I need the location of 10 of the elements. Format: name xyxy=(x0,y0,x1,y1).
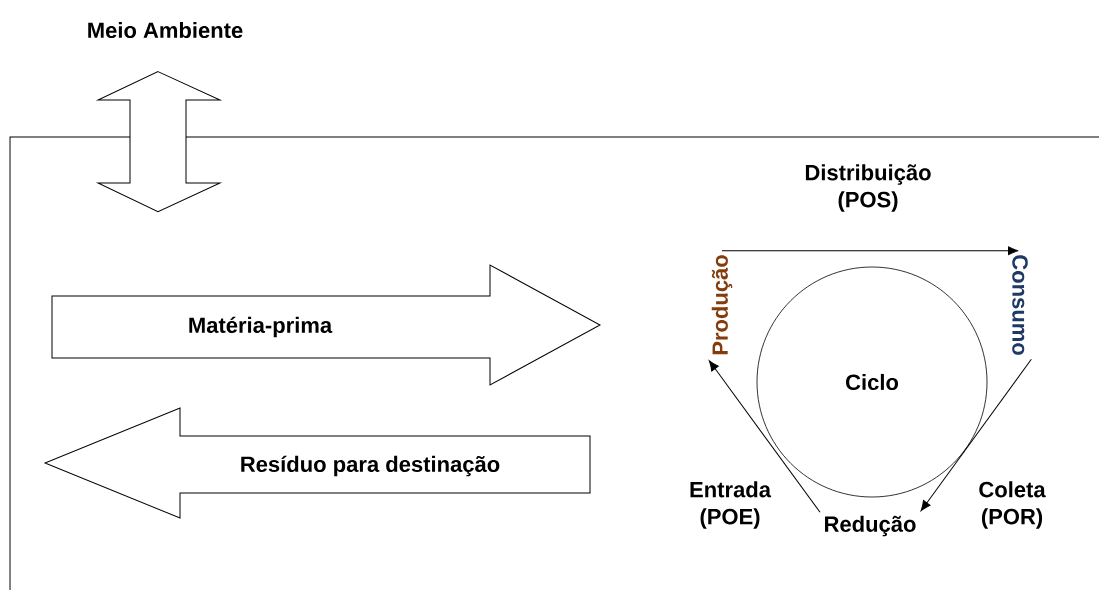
node-label: Consumo xyxy=(1012,255,1028,355)
node-label: Meio Ambiente xyxy=(88,21,243,39)
arrow xyxy=(721,246,1019,256)
double-block-arrow xyxy=(97,71,221,213)
arrow xyxy=(920,358,1032,512)
system-frame xyxy=(9,136,1099,590)
node-label: Redução xyxy=(825,515,916,537)
node-label: Produção xyxy=(711,255,733,355)
arrow xyxy=(708,360,821,513)
edge-label: Distribuição (POS) xyxy=(787,163,949,213)
